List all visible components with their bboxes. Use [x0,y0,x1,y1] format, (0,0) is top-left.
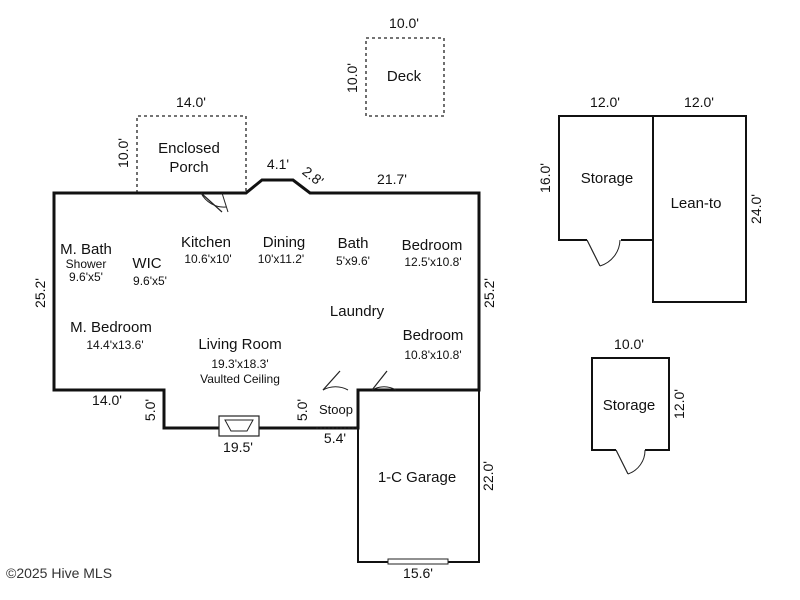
living-room-dim: 19.3'x18.3' [211,357,268,371]
dining-label: Dining [263,234,306,251]
main-house-outline [52,178,481,430]
deck-label: Deck [387,68,422,85]
bump-diag-dim: 2.8' [299,163,326,189]
step-left-dim: 5.0' [142,399,158,421]
garage-door-entry [371,370,397,391]
stoop-label: Stoop [319,402,353,417]
porch-door [200,192,229,213]
lean-to-outline [652,115,747,303]
step-right-dim: 5.0' [294,399,310,421]
wic-label: WIC [132,255,161,272]
porch-width-dim: 14.0' [176,94,206,110]
right-side-dim: 25.2' [481,278,497,308]
garage-depth-dim: 22.0' [480,461,496,491]
deck-depth-dim: 10.0' [344,63,360,93]
bottom-mid-dim: 19.5' [223,439,253,455]
deck-width-dim: 10.0' [389,15,419,31]
storage-2-label: Storage [603,397,656,414]
garage-width-dim: 15.6' [403,565,433,581]
kitchen-dim: 10.6'x10' [184,252,231,266]
storage-2-door [615,448,646,475]
living-room-label: Living Room [198,336,281,353]
kitchen-label: Kitchen [181,234,231,251]
bedroom-1-label: Bedroom [402,237,463,254]
porch-outline [136,115,247,193]
porch-depth-dim: 10.0' [115,138,131,168]
lean-to-depth-dim: 24.0' [748,194,764,224]
storage-1-width-dim: 12.0' [590,94,620,110]
stoop-door-1 [322,370,349,391]
laundry-label: Laundry [330,303,385,320]
m-bath-shower-label: Shower [66,257,107,271]
bottom-left-dim: 14.0' [92,392,122,408]
m-bath-label: M. Bath [60,241,112,258]
dining-dim: 10'x11.2' [258,252,304,266]
garage-door [387,558,449,565]
m-bedroom-dim: 14.4'x13.6' [86,338,143,352]
storage-2-width-dim: 10.0' [614,336,644,352]
wic-dim: 9.6'x5' [133,274,167,288]
copyright-label: ©2025 Hive MLS [6,565,112,581]
bump-flat-dim: 4.1' [267,156,289,172]
bath-dim: 5'x9.6' [336,254,370,268]
lean-to-label: Lean-to [671,195,722,212]
porch-label-line2: Porch [169,159,208,176]
deck-outline [365,37,445,117]
porch-label-line1: Enclosed [158,140,220,157]
top-right-dim: 21.7' [377,171,407,187]
living-room-note: Vaulted Ceiling [200,372,280,386]
bedroom-1-dim: 12.5'x10.8' [404,255,461,269]
storage-1-label: Storage [581,170,634,187]
stoop-width-dim: 5.4' [324,430,346,446]
storage-1-door [586,238,621,267]
m-bedroom-label: M. Bedroom [70,319,152,336]
left-side-dim: 25.2' [32,278,48,308]
bedroom-2-label: Bedroom [403,327,464,344]
storage-1-depth-dim: 16.0' [537,163,553,193]
bath-label: Bath [338,235,369,252]
m-bath-dim: 9.6'x5' [69,270,103,284]
bedroom-2-dim: 10.8'x10.8' [404,348,461,362]
storage-2-depth-dim: 12.0' [671,389,687,419]
fireplace [218,415,260,437]
garage-label: 1-C Garage [378,469,456,486]
lean-to-width-dim: 12.0' [684,94,714,110]
